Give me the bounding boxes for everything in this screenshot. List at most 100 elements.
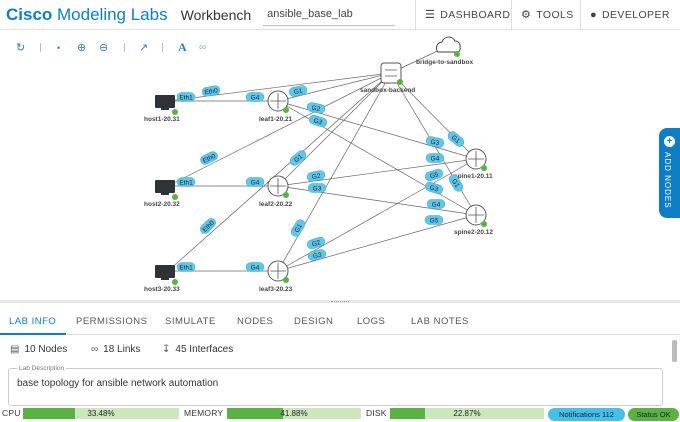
interface-label[interactable]: G4: [245, 177, 265, 187]
svg-text:G4: G4: [251, 179, 260, 186]
tab-lab-notes[interactable]: LAB NOTES: [411, 316, 469, 327]
text-annotation-icon[interactable]: A: [178, 40, 187, 54]
svg-text:G2: G2: [311, 239, 322, 248]
links-count: ∞18 Links: [91, 344, 141, 355]
svg-text:Eth1: Eth1: [179, 179, 193, 186]
disk-usage-bar: 22.87%: [390, 408, 544, 419]
lab-name-input[interactable]: [263, 3, 396, 26]
svg-text:G3: G3: [312, 251, 322, 260]
host-node[interactable]: host3-20.33: [144, 265, 180, 293]
link: [277, 158, 477, 187]
scrollbar-thumb[interactable]: [672, 340, 677, 362]
tab-design[interactable]: DESIGN: [294, 316, 334, 327]
status-ok-badge[interactable]: Status OK: [628, 408, 679, 421]
interface-label[interactable]: Eth0: [199, 150, 219, 166]
interface-label[interactable]: G4: [245, 262, 265, 272]
app-brand[interactable]: Cisco Modeling Labs: [6, 4, 168, 24]
interface-label[interactable]: Eth0: [201, 85, 221, 97]
svg-text:G5: G5: [430, 217, 439, 224]
switch-node[interactable]: sandbox-backend: [360, 62, 415, 94]
lab-description-field[interactable]: Lab Description base topology for ansibl…: [8, 365, 663, 406]
tab-logs[interactable]: LOGS: [357, 316, 386, 327]
interface-label[interactable]: G5: [424, 168, 444, 182]
zoom-out-icon[interactable]: ⊖: [99, 42, 109, 54]
interface-label[interactable]: G1: [447, 173, 464, 193]
host-node[interactable]: host2-20.32: [144, 180, 180, 208]
node-label: spine1-20.11: [454, 173, 493, 180]
memory-usage-bar: 41.88%: [227, 408, 361, 419]
topology-canvas[interactable]: [0, 30, 680, 300]
server-icon: ▤: [10, 344, 20, 355]
host-node[interactable]: host1-20.31: [144, 95, 180, 123]
router-node[interactable]: leaf3-20.23: [259, 260, 293, 293]
router-node[interactable]: spine1-20.11: [454, 148, 493, 180]
svg-text:G2: G2: [311, 105, 321, 114]
interface-label[interactable]: G4: [245, 92, 265, 102]
interface-label[interactable]: G2: [306, 236, 326, 250]
interface-label[interactable]: G5: [424, 215, 444, 225]
link: [277, 72, 392, 187]
link-icon[interactable]: ∞: [199, 42, 207, 53]
tab-nodes[interactable]: NODES: [237, 316, 274, 327]
link: [167, 72, 392, 272]
router-node[interactable]: leaf2-20.22: [259, 175, 293, 208]
link: [167, 72, 392, 187]
router-node[interactable]: spine2-20.12: [454, 204, 493, 236]
nav-dashboard[interactable]: ☰DASHBOARD: [415, 0, 511, 29]
interface-label[interactable]: G4: [426, 199, 446, 209]
svg-text:G3: G3: [313, 185, 322, 192]
interface-label[interactable]: G3: [424, 181, 444, 195]
node-label: host2-20.32: [144, 201, 180, 208]
interface-label[interactable]: G3: [425, 136, 445, 149]
gear-icon: ⚙: [521, 9, 532, 21]
interface-label[interactable]: Eth0: [198, 216, 217, 235]
nav-tools[interactable]: ⚙TOOLS: [511, 0, 580, 29]
active-tab-indicator: [0, 333, 66, 335]
nav-developer[interactable]: ●DEVELOPER: [580, 0, 680, 29]
link: [277, 72, 392, 102]
notifications-badge[interactable]: Notifications 112: [548, 408, 625, 421]
interface-icon: ↧: [162, 344, 171, 355]
router-node[interactable]: leaf1-20.21: [259, 90, 293, 123]
svg-text:G4: G4: [251, 264, 260, 271]
tab-permissions[interactable]: PERMISSIONS: [76, 316, 148, 327]
svg-text:Eth1: Eth1: [179, 264, 193, 271]
interface-label[interactable]: G2: [306, 170, 326, 183]
zoom-in-icon[interactable]: ⊕: [77, 42, 87, 54]
toolbar-divider: [162, 43, 163, 52]
svg-text:G3: G3: [313, 117, 324, 126]
user-icon: ●: [590, 8, 598, 21]
interface-label[interactable]: G1: [288, 85, 308, 98]
interface-label[interactable]: G3: [307, 183, 327, 193]
add-nodes-button[interactable]: + ADD NODES: [659, 128, 680, 218]
svg-text:Eth1: Eth1: [179, 94, 193, 101]
link: [277, 185, 477, 216]
node-label: leaf3-20.23: [259, 286, 293, 293]
cloud-node[interactable]: bridge-to-sandbox: [416, 36, 473, 66]
node-label: spine2-20.12: [454, 229, 493, 236]
top-bar: Cisco Modeling Labs Workbench: [0, 0, 680, 30]
interface-label[interactable]: G4: [425, 153, 445, 163]
interface-label[interactable]: G1: [289, 218, 306, 238]
svg-text:G1: G1: [293, 87, 303, 96]
interface-label[interactable]: Eth1: [176, 177, 196, 187]
svg-text:G2: G2: [311, 172, 321, 181]
fit-icon[interactable]: ↗: [139, 42, 149, 54]
center-icon[interactable]: •: [57, 43, 61, 53]
interface-label[interactable]: G1: [446, 130, 466, 148]
tab-simulate[interactable]: SIMULATE: [165, 316, 216, 327]
interface-label[interactable]: G1: [288, 149, 308, 167]
svg-text:G4: G4: [251, 94, 260, 101]
link: [277, 72, 392, 272]
tab-lab-info[interactable]: LAB INFO: [9, 316, 57, 327]
topology-diagram: host1-20.31 host2-20.32 host3-20.33 leaf…: [144, 36, 493, 293]
splitter-grip[interactable]: [331, 301, 349, 302]
interface-label[interactable]: G3: [307, 249, 327, 262]
refresh-icon[interactable]: ↻: [16, 42, 26, 54]
interface-label[interactable]: G3: [308, 114, 328, 128]
interface-label[interactable]: Eth1: [176, 262, 196, 272]
interface-label[interactable]: Eth1: [176, 92, 196, 102]
interface-label[interactable]: G2: [306, 102, 326, 115]
svg-text:G1: G1: [450, 178, 461, 189]
workbench-label: Workbench: [180, 6, 252, 23]
